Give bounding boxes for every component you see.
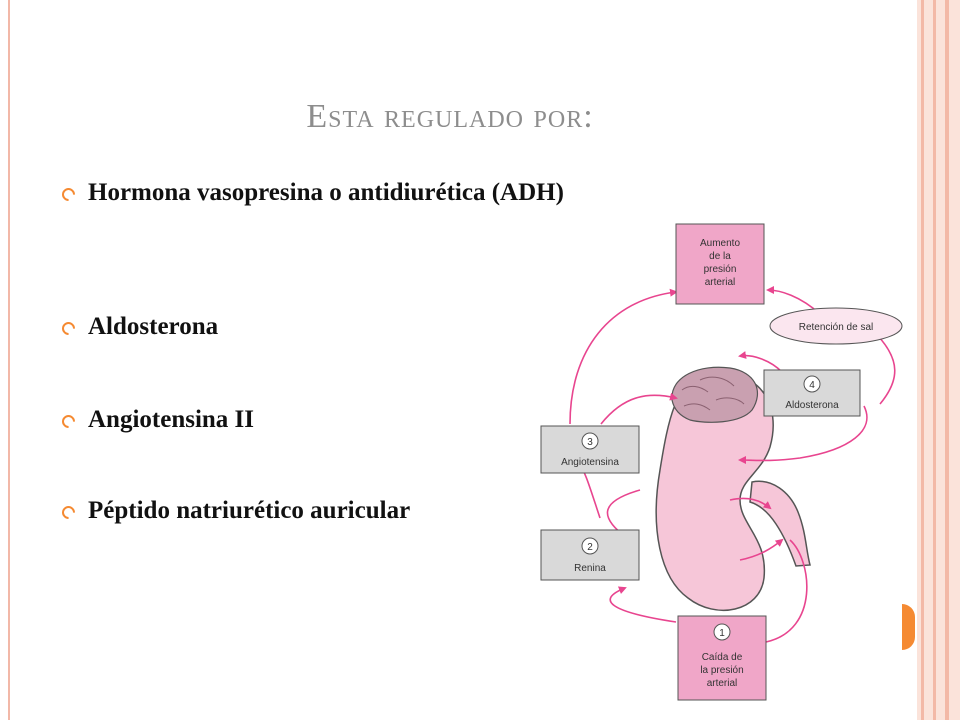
bullet-item: Hormona vasopresina o antidiurética (ADH… — [59, 176, 742, 210]
box-aldosterona-label: Aldosterona — [785, 400, 839, 411]
box-aumento-presion: Aumento de la presión arterial — [675, 223, 765, 305]
arrow-caida-to-renina — [609, 586, 677, 623]
box-angiotensina-label: Angiotensina — [561, 457, 619, 468]
step-number-circle — [713, 623, 731, 641]
box-caida-line: la presión — [700, 665, 743, 676]
adrenal-gland — [671, 366, 759, 423]
accent-tab — [902, 604, 915, 650]
arrow-kidney-inner — [729, 497, 772, 510]
step-number-circle — [581, 432, 599, 450]
box-renina: 2 Renina — [540, 529, 640, 581]
kidney-shape — [655, 372, 774, 612]
bullet-item: Péptido natriurético auricular — [59, 494, 742, 528]
oval-retencion-sal: Retención de sal — [769, 307, 903, 345]
arrow-aldosterona-to-adrenal — [738, 351, 783, 373]
box-aumento-line: de la — [709, 251, 731, 262]
adrenal-texture — [681, 376, 745, 411]
step-number: 4 — [809, 380, 815, 391]
box-renina-label: Renina — [574, 563, 606, 574]
arrow-aldosterona-to-kidney — [738, 405, 868, 465]
box-aumento-line: arterial — [705, 277, 736, 288]
oval-retencion-label: Retención de sal — [799, 322, 874, 333]
box-aumento-line: Aumento — [700, 238, 740, 249]
bullet-item: Aldosterona — [59, 310, 742, 344]
arrow-kidney-lower — [739, 538, 784, 561]
right-frame-panel — [917, 0, 960, 720]
box-caida-presion: 1 Caída de la presión arterial — [677, 615, 767, 701]
box-caida-line: arterial — [707, 678, 738, 689]
box-angiotensina: 3 Angiotensina — [540, 425, 640, 474]
step-number-circle — [803, 375, 821, 393]
box-caida-line: Caída de — [702, 652, 743, 663]
bullet-item: Angiotensina II — [59, 403, 742, 437]
slide-title: Esta regulado por: — [306, 98, 594, 135]
step-number-circle — [581, 537, 599, 555]
arrow-angiotensina-to-adrenal — [600, 392, 678, 425]
right-frame-stripe — [945, 0, 949, 720]
arrow-angiotensina-to-aumento — [569, 288, 678, 425]
right-frame-stripe — [933, 0, 936, 720]
right-frame-stripe — [921, 0, 924, 720]
left-frame-line — [8, 0, 10, 720]
step-number: 1 — [719, 628, 725, 639]
arrow-retencion-loop — [877, 335, 896, 405]
step-number: 2 — [587, 542, 593, 553]
arrow-caida-to-kidney — [765, 539, 808, 643]
box-aumento-line: presión — [704, 264, 737, 275]
box-aldosterona: 4 Aldosterona — [763, 369, 861, 417]
step-number: 3 — [587, 437, 593, 448]
